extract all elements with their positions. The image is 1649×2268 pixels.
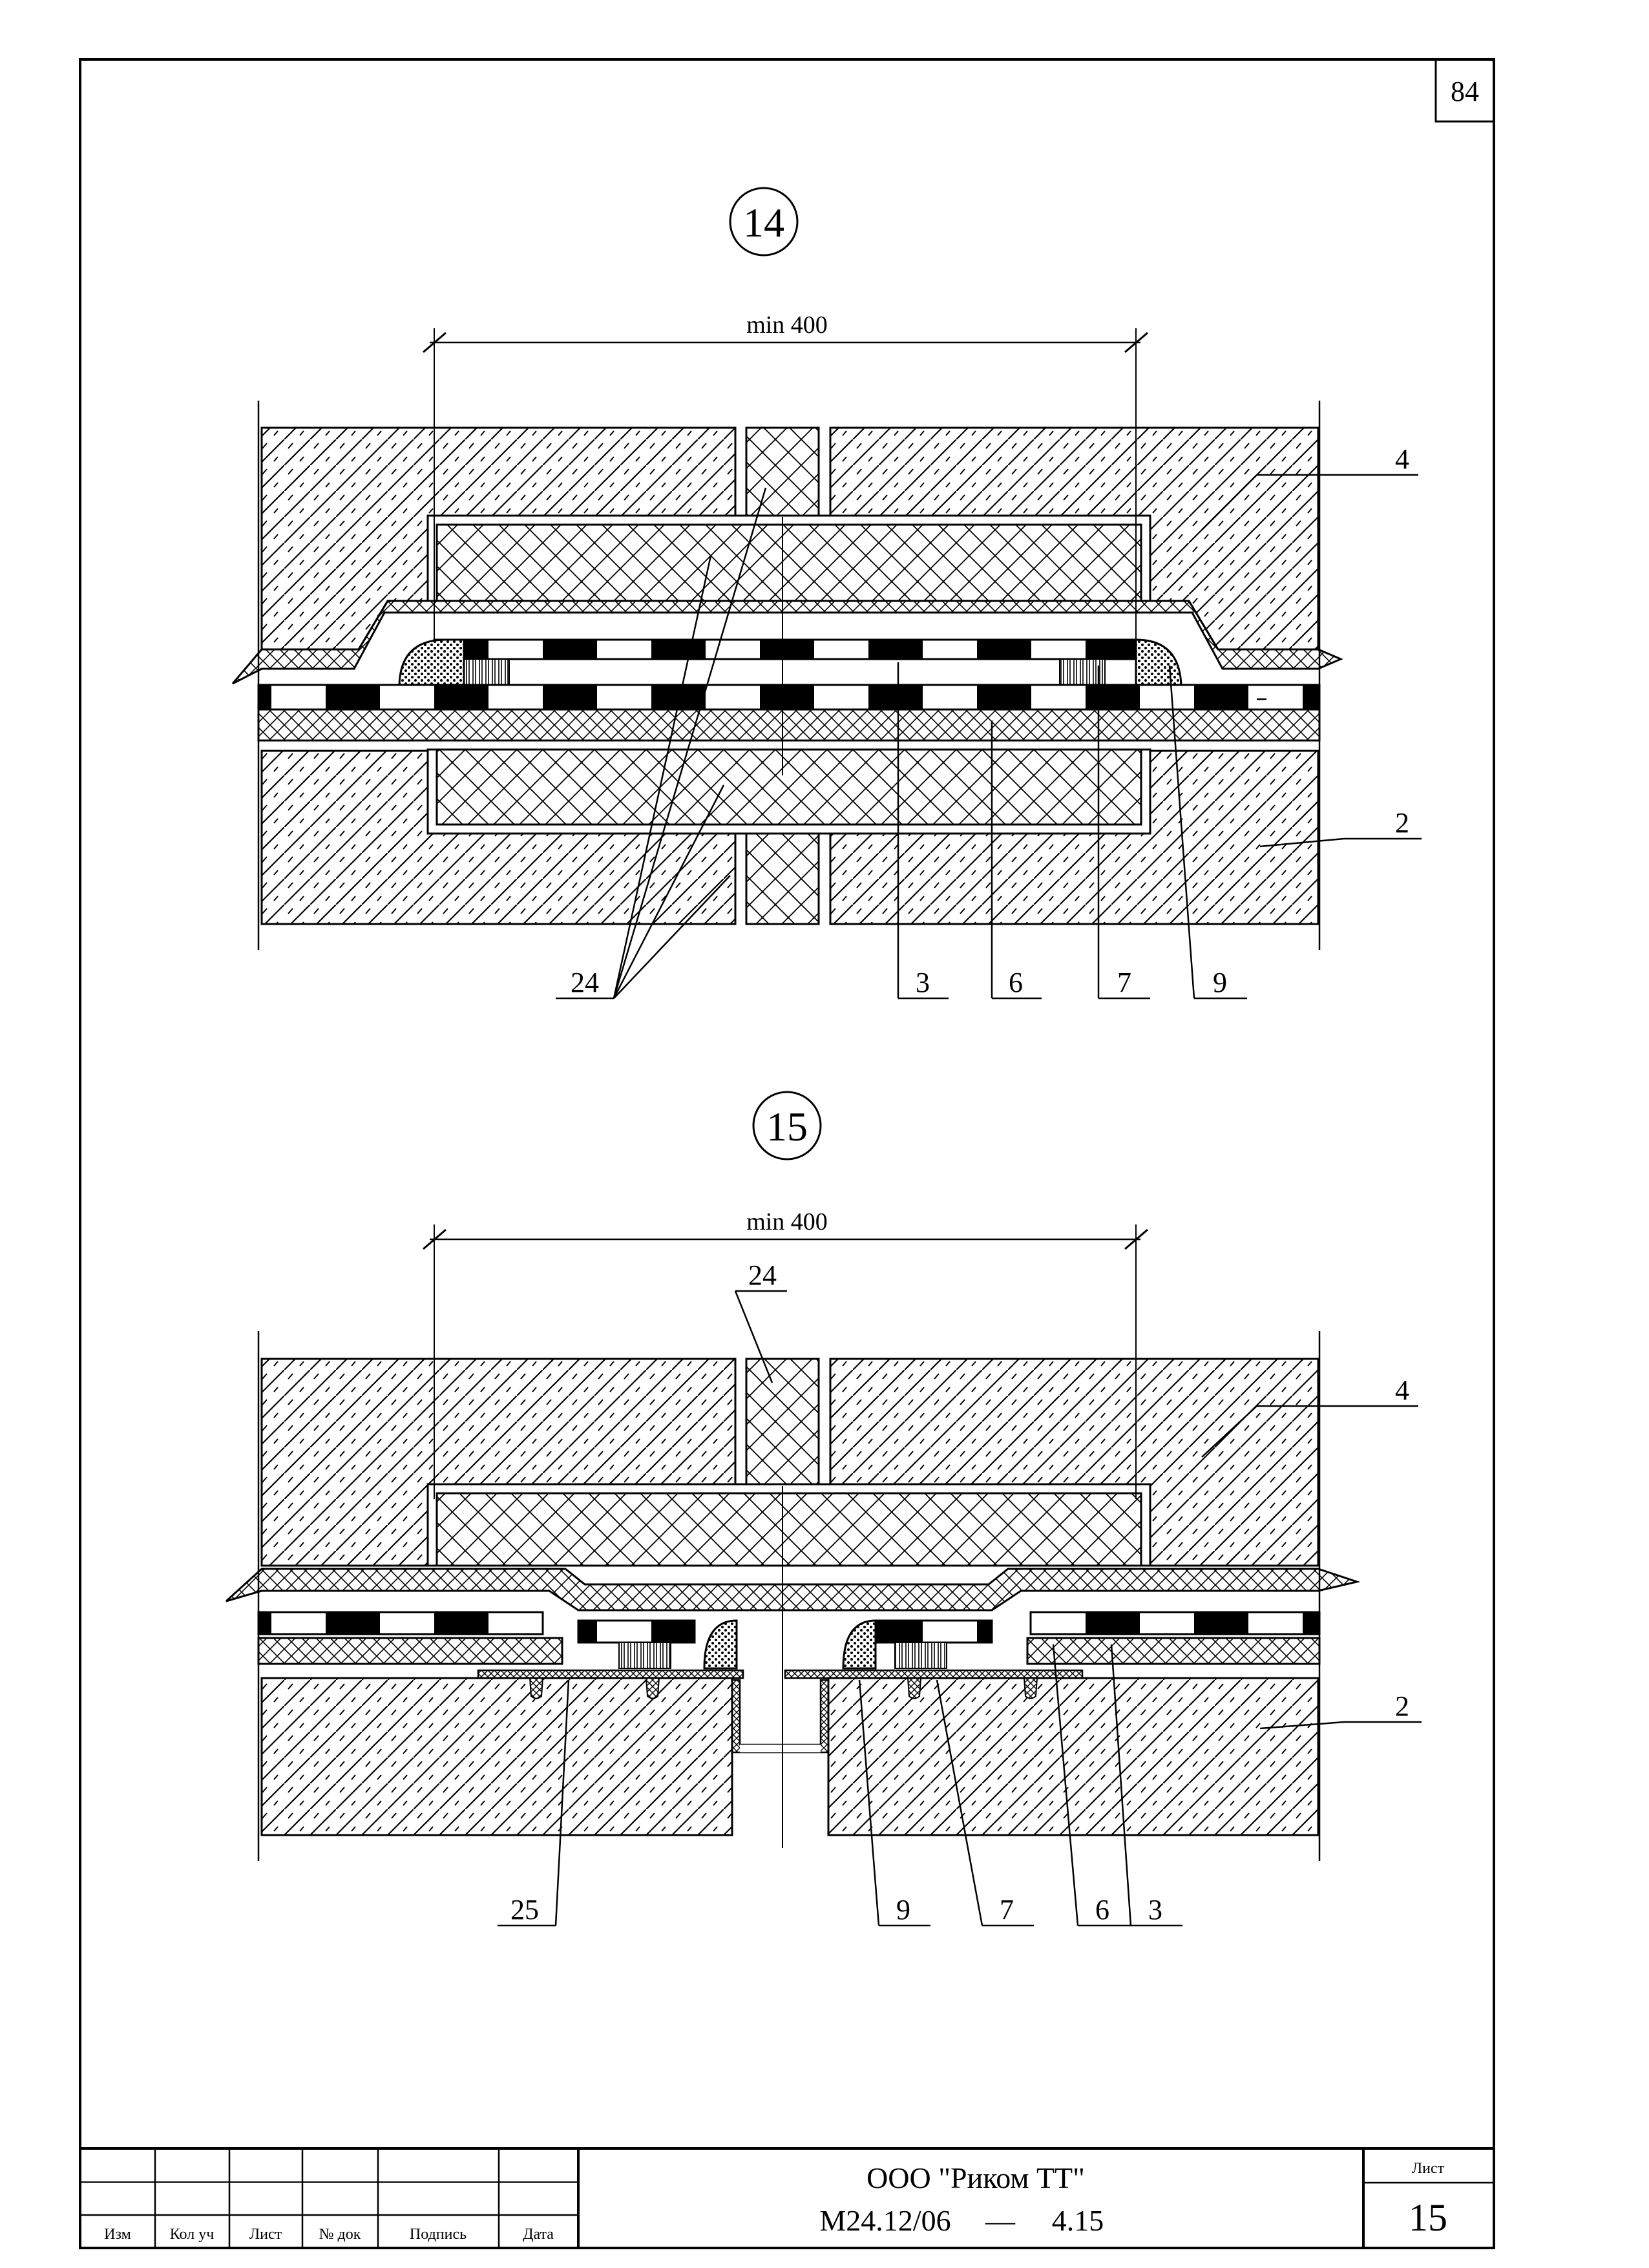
detail-14-label-7: 7 (1117, 967, 1131, 998)
detail-15-label-6: 6 (1095, 1894, 1109, 1926)
col-kol-uch: Кол уч (170, 2226, 215, 2243)
doc-dash: — (985, 2204, 1016, 2237)
protective-layer-15 (225, 1568, 1361, 1612)
membrane-upper (433, 638, 1137, 660)
detail-15-number: 15 (766, 1104, 808, 1150)
title-block (79, 2147, 1495, 2249)
detail-15-label-24: 24 (748, 1259, 777, 1291)
sheet-number: 84 (1451, 76, 1479, 107)
company-name: ООО "Риком ТТ" (867, 2161, 1085, 2194)
col-podpis: Подпись (410, 2226, 467, 2243)
sealant-left-15 (703, 1619, 738, 1670)
sealant-right (1135, 638, 1182, 686)
detail-14-number: 14 (743, 200, 784, 246)
detail-14-label-2: 2 (1395, 807, 1409, 839)
col-izm: Изм (104, 2226, 131, 2243)
col-data: Дата (523, 2226, 554, 2243)
membrane-left-15 (257, 1611, 544, 1635)
base-left-15 (257, 1637, 563, 1665)
detail-14-label-3: 3 (916, 967, 930, 998)
detail-15-label-4: 4 (1395, 1374, 1409, 1406)
detail-15-dimension: min 400 (746, 1208, 828, 1235)
detail-15-label-3: 3 (1148, 1894, 1162, 1926)
doc-section: 4.15 (1052, 2204, 1104, 2237)
membrane-right-15 (1029, 1611, 1321, 1635)
detail-14: 14 min 400 (231, 187, 1422, 1000)
detail-14-label-4: 4 (1395, 443, 1409, 475)
sealant-left (398, 638, 465, 686)
sheet-number-box (1434, 58, 1495, 123)
insulation-bottom (436, 748, 1142, 826)
detail-14-label-24: 24 (571, 967, 599, 998)
base-right-15 (1026, 1637, 1321, 1665)
membrane-lower (257, 684, 1321, 711)
expansion-profile (731, 1679, 830, 1754)
detail-14-dimension: min 400 (746, 311, 828, 339)
metal-plate-left (477, 1669, 744, 1679)
insulation-top (436, 523, 1142, 602)
insulation-15 (436, 1492, 1142, 1567)
base-layer (257, 708, 1321, 742)
joint-filler-top (745, 426, 820, 517)
detail-15-label-9: 9 (896, 1894, 910, 1926)
lower-slab-left-15 (260, 1677, 733, 1836)
anchors (529, 1677, 1038, 1699)
col-list: Лист (249, 2226, 282, 2243)
doc-code: М24.12/06 (819, 2204, 951, 2237)
detail-15-label-25: 25 (510, 1894, 539, 1926)
metal-plate-right (784, 1669, 1084, 1679)
detail-15-marker (752, 1091, 822, 1160)
sheet-value: 15 (1409, 2196, 1447, 2239)
detail-15: 15 min 400 (225, 1091, 1422, 1927)
sealant-right-15 (842, 1619, 877, 1670)
joint-filler-15 (745, 1358, 820, 1486)
detail-14-label-6: 6 (1009, 967, 1023, 998)
detail-14-label-9: 9 (1213, 967, 1227, 998)
protective-layer-upper (231, 600, 1343, 685)
sheet-label: Лист (1412, 2160, 1445, 2177)
joint-filler-bottom (745, 832, 820, 925)
detail-15-label-2: 2 (1395, 1690, 1409, 1722)
detail-14-marker (729, 187, 799, 257)
detail-15-label-7: 7 (1000, 1894, 1014, 1926)
col-no-dok: № док (319, 2226, 361, 2243)
lower-slab-right-15 (827, 1677, 1319, 1836)
